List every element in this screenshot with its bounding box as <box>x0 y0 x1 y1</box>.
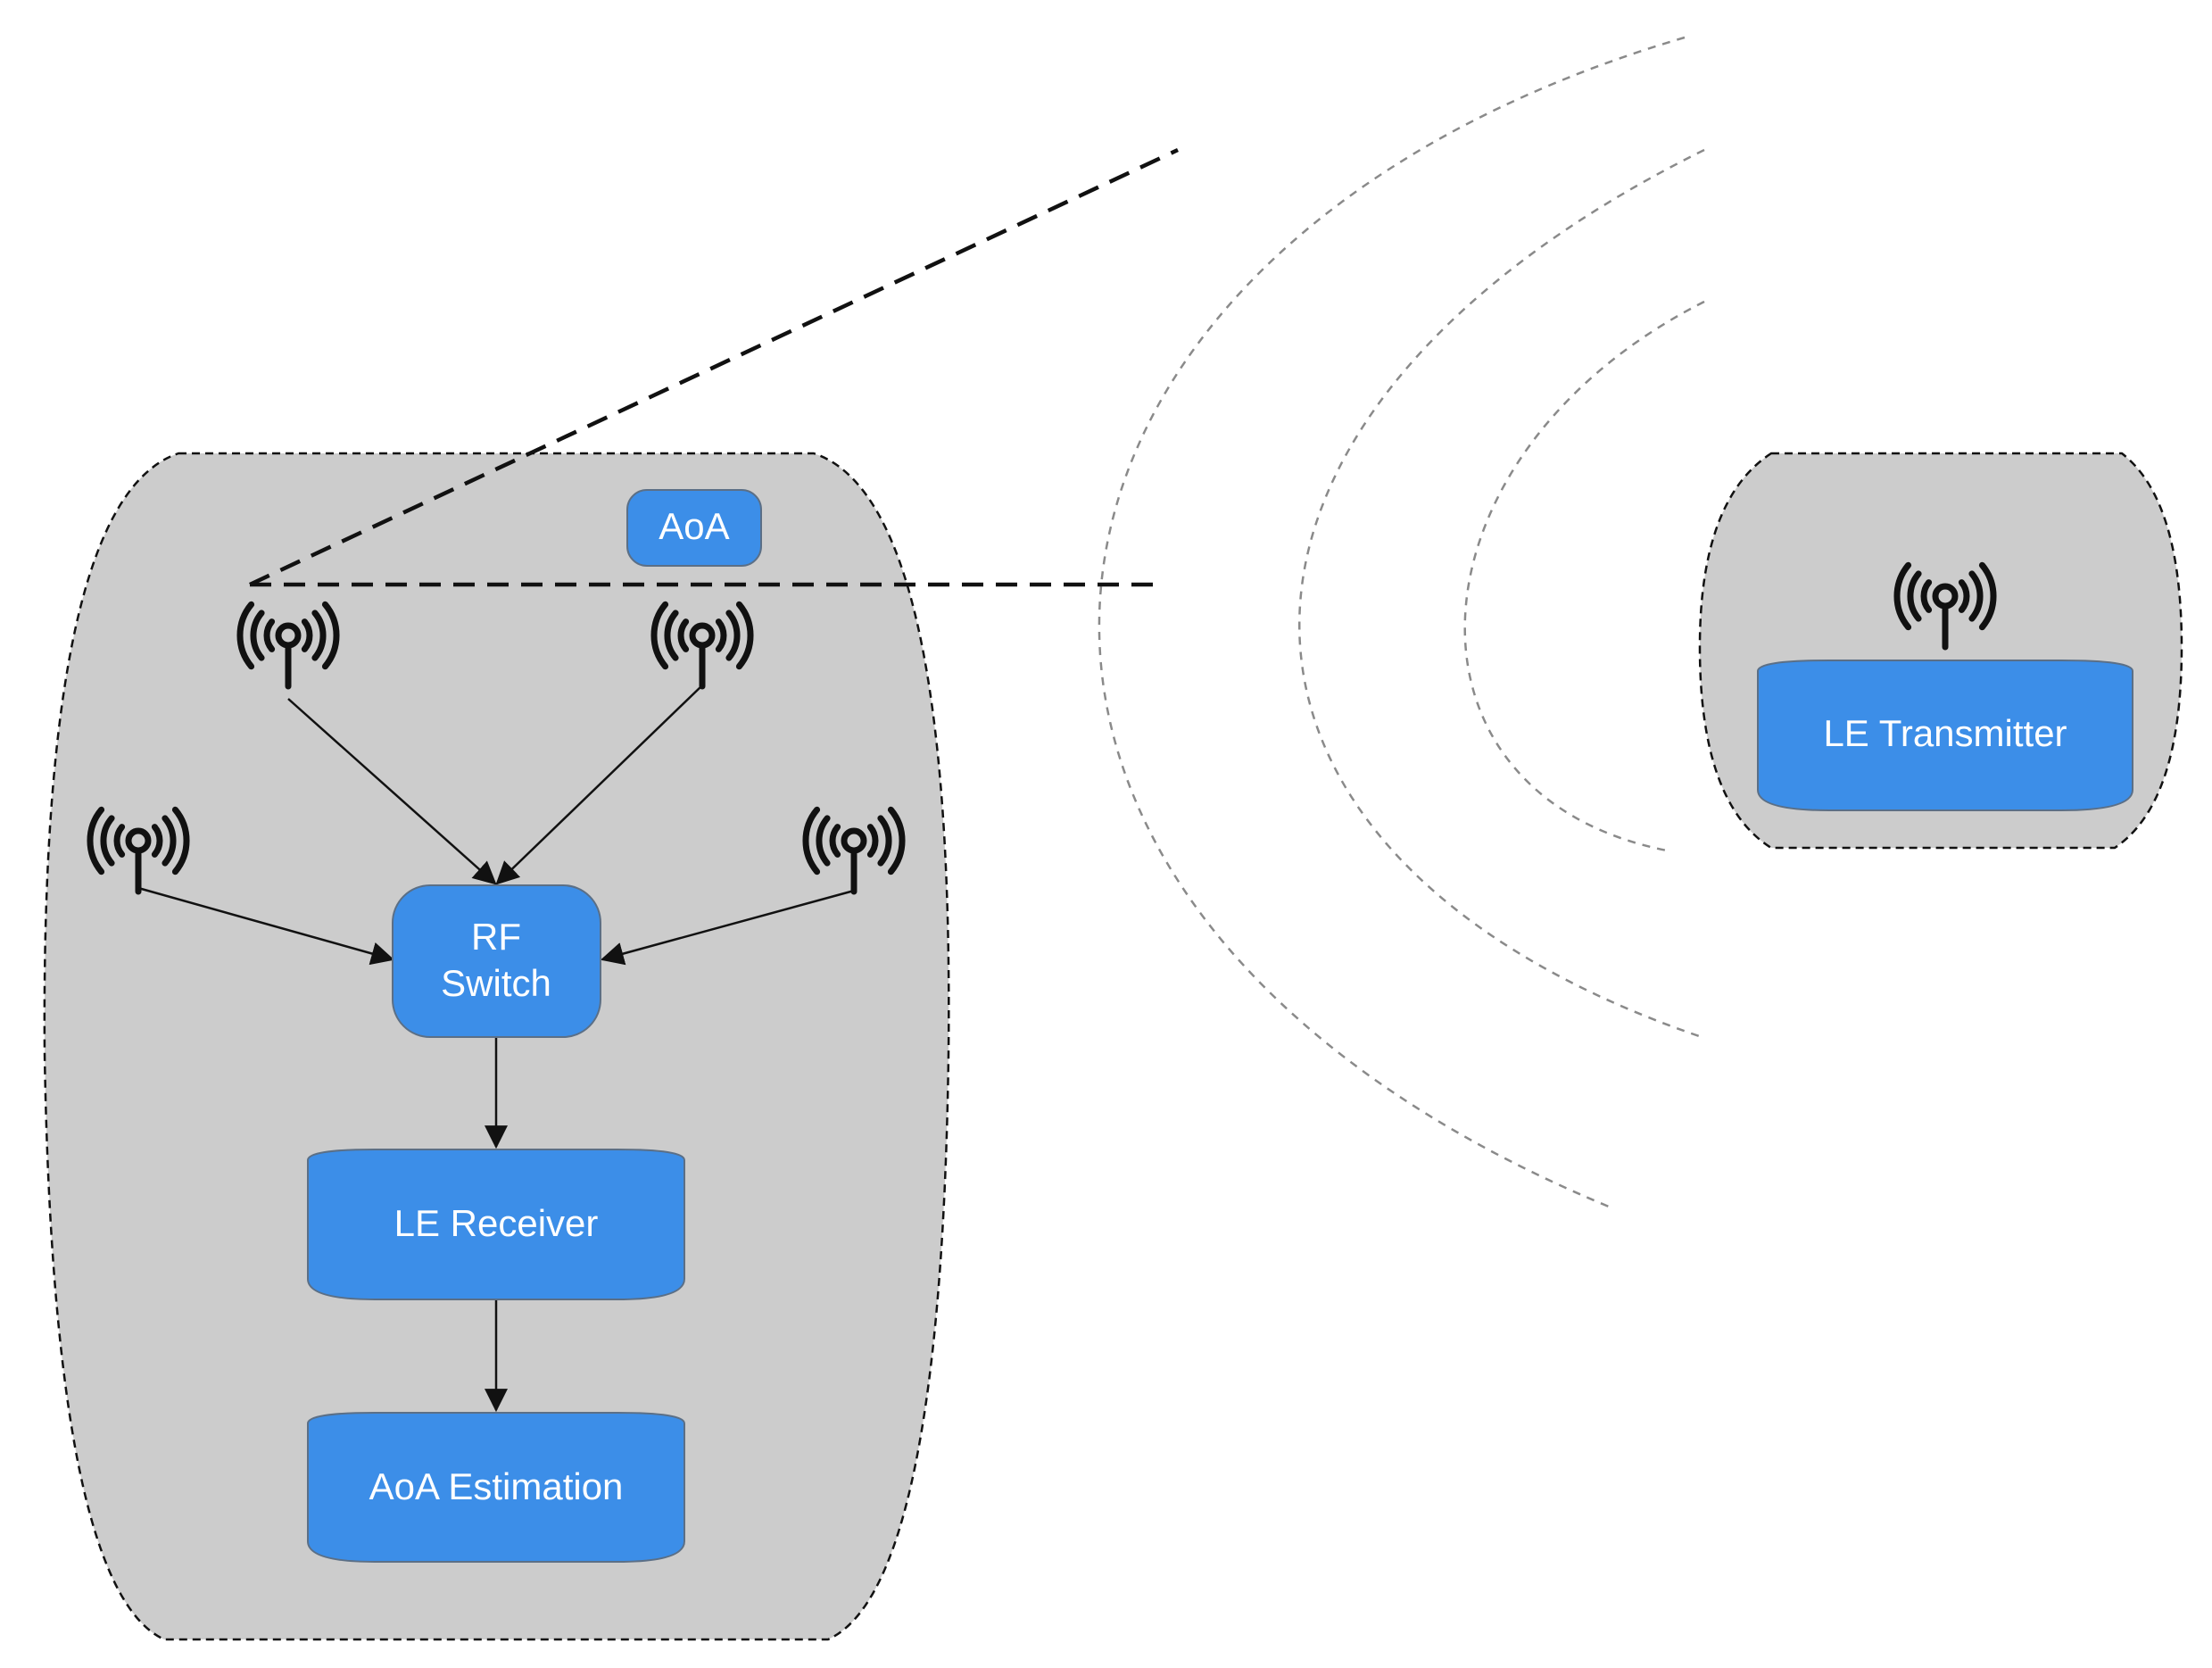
rf-switch-label-line1: RF <box>471 916 521 958</box>
le-transmitter-box <box>1757 660 2133 811</box>
antenna-to-switch-arrow <box>495 685 703 885</box>
rf-switch-label-line2: Switch <box>441 962 551 1004</box>
antenna-to-switch-arrow <box>600 889 855 966</box>
wavefront-outer <box>1098 36 1686 1208</box>
le-receiver-label: LE Receiver <box>394 1202 599 1244</box>
antenna-to-switch-arrow <box>137 886 395 966</box>
wavefront-middle <box>1298 148 1705 1040</box>
wavefront-inner <box>1463 300 1705 852</box>
rf-switch-box <box>392 884 601 1038</box>
incident-direction-line <box>249 147 1179 587</box>
antenna-to-switch-arrow <box>287 698 497 885</box>
le-transmitter-label: LE Transmitter <box>1823 712 2067 754</box>
aoa-label: AoA <box>659 505 729 547</box>
aoa-estimation-box <box>307 1412 685 1563</box>
aoa-estimation-label: AoA Estimation <box>369 1465 624 1507</box>
le-receiver-box <box>307 1149 685 1300</box>
aoa-label-box <box>626 489 762 567</box>
